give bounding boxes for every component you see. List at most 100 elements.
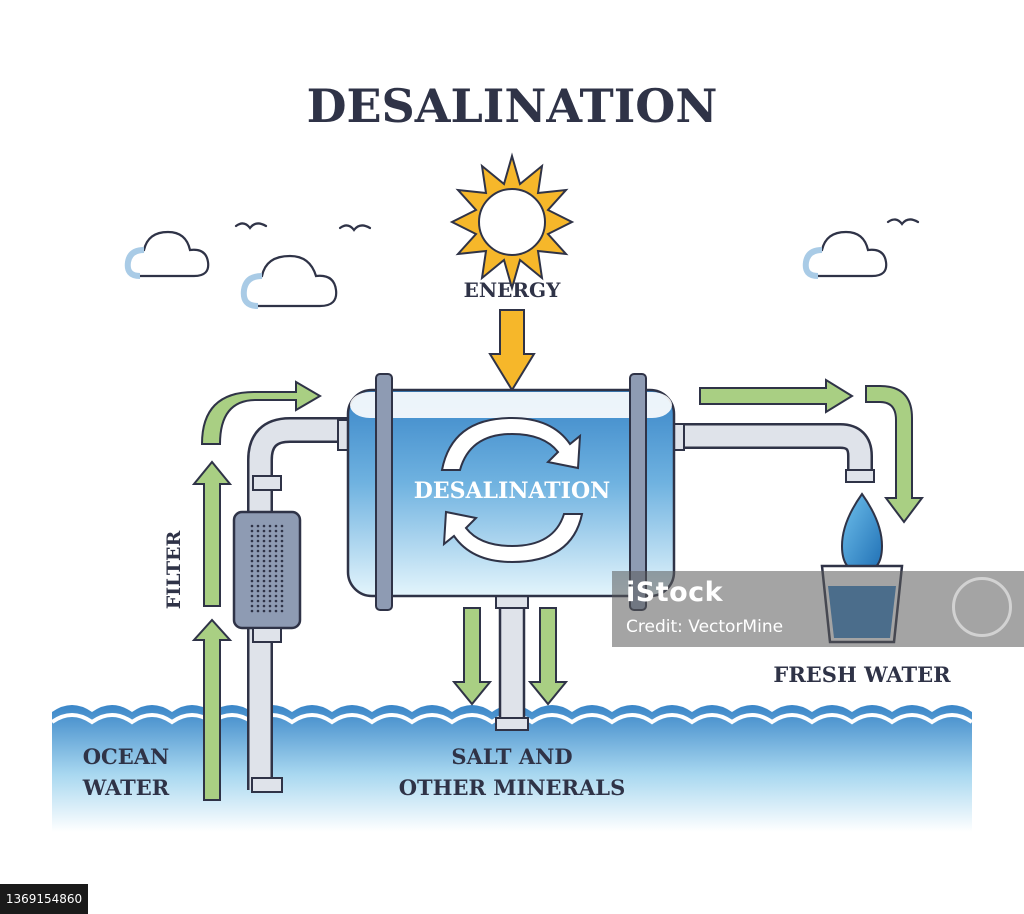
stock-id: 1369154860 [0, 884, 88, 914]
filter-dot [274, 539, 278, 543]
filter-dot [274, 534, 278, 538]
filter-dot [280, 529, 284, 533]
filter-dot [262, 534, 266, 538]
filter-dot [250, 599, 254, 603]
desalination-tank [346, 373, 676, 611]
filter-dot [274, 574, 278, 578]
filter-dot [262, 544, 266, 548]
filter-dot [262, 529, 266, 533]
filter-dot [280, 589, 284, 593]
filter-dot [280, 534, 284, 538]
filter-dot [250, 529, 254, 533]
filter-dot [280, 609, 284, 613]
filter-dot [250, 574, 254, 578]
filter-dot [262, 599, 266, 603]
filter-dot [268, 549, 272, 553]
filter-dot [250, 609, 254, 613]
filter-dot [256, 554, 260, 558]
filter-dot [256, 609, 260, 613]
filter-dot [256, 534, 260, 538]
filter-dot [256, 569, 260, 573]
watermark-credit: Credit: VectorMine [626, 617, 784, 637]
watermark-brand: iStock [626, 577, 724, 608]
filter-dot [268, 589, 272, 593]
filter-dot [280, 604, 284, 608]
filter-dot [262, 569, 266, 573]
cloud-icon [240, 254, 338, 309]
ocean-label-line2: WATER [82, 775, 170, 800]
filter-dot [268, 559, 272, 563]
filter-dot [256, 579, 260, 583]
filter-dot [262, 574, 266, 578]
filter-dot [256, 599, 260, 603]
filter-dot [280, 559, 284, 563]
filter-dot [256, 584, 260, 588]
filter-unit [232, 510, 302, 643]
filter-dot [250, 589, 254, 593]
filter-dot [262, 564, 266, 568]
cycle-icon [440, 416, 584, 564]
filter-dot [280, 584, 284, 588]
outlet-pipe [673, 423, 875, 483]
bird-icon [234, 218, 920, 232]
filter-dot [268, 539, 272, 543]
sun-icon [449, 152, 575, 292]
filter-dot [280, 554, 284, 558]
filter-dot [250, 549, 254, 553]
energy-arrow [488, 309, 536, 392]
filter-dot [262, 559, 266, 563]
filter-dot [250, 594, 254, 598]
filter-dot [256, 544, 260, 548]
filter-dot [250, 584, 254, 588]
filter-dot [274, 569, 278, 573]
filter-dot [268, 594, 272, 598]
filter-dot [280, 564, 284, 568]
filter-dot [250, 564, 254, 568]
drain-pipe [495, 594, 529, 731]
filter-dot [268, 534, 272, 538]
page-title: DESALINATION [307, 79, 718, 133]
filter-dot [274, 584, 278, 588]
filter-dot [274, 589, 278, 593]
filter-dot [280, 574, 284, 578]
flow-arrow [191, 378, 924, 801]
filter-dot [268, 574, 272, 578]
filter-dot [268, 544, 272, 548]
filter-dot [262, 604, 266, 608]
filter-dot [280, 599, 284, 603]
filter-dot [274, 554, 278, 558]
filter-dot [280, 569, 284, 573]
filter-dot [268, 609, 272, 613]
water-drop-icon [840, 492, 884, 574]
filter-dot [256, 574, 260, 578]
filter-dot [274, 599, 278, 603]
filter-dot [280, 579, 284, 583]
filter-dot [280, 524, 284, 528]
filter-dot [256, 529, 260, 533]
filter-dot [250, 569, 254, 573]
salt-label-line2: OTHER MINERALS [399, 775, 625, 800]
filter-dot [274, 529, 278, 533]
filter-dot [268, 604, 272, 608]
filter-dot [262, 584, 266, 588]
filter-dot [280, 544, 284, 548]
cloud-icon [802, 230, 888, 279]
chamber-label: DESALINATION [414, 478, 610, 504]
filter-dot [268, 579, 272, 583]
filter-dot [250, 559, 254, 563]
filter-dot [274, 524, 278, 528]
filter-dot [274, 564, 278, 568]
filter-dot [256, 564, 260, 568]
filter-dot [268, 529, 272, 533]
filter-dot [256, 549, 260, 553]
filter-dot [274, 604, 278, 608]
filter-dot [280, 539, 284, 543]
filter-dot [274, 549, 278, 553]
filter-dot [250, 539, 254, 543]
watermark: iStock Credit: VectorMine [612, 571, 1024, 647]
filter-dot [262, 524, 266, 528]
filter-dot [274, 579, 278, 583]
filter-dot [274, 544, 278, 548]
filter-dot [250, 604, 254, 608]
